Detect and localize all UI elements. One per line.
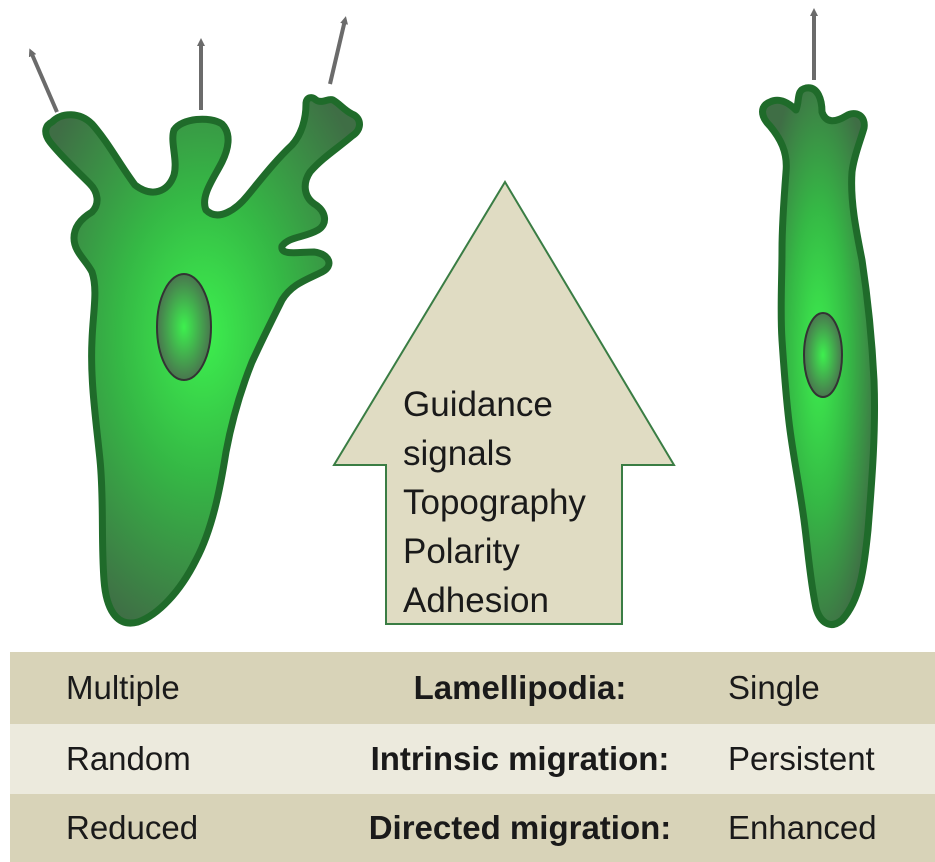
polarized-value: Single	[728, 669, 820, 707]
guidance-factor: signals	[403, 429, 633, 478]
multipolar-cell	[31, 20, 360, 623]
motion-arrow-left	[31, 52, 57, 112]
table-row: Reduced Directed migration: Enhanced	[10, 794, 935, 862]
property-label: Lamellipodia:	[320, 669, 720, 707]
polarized-value: Enhanced	[728, 809, 877, 847]
guidance-factor: Topography	[403, 478, 633, 527]
table-row: Multiple Lamellipodia: Single	[10, 652, 935, 724]
guidance-factor: Adhesion	[403, 576, 633, 625]
guidance-factor: Polarity	[403, 527, 633, 576]
motion-arrow-right	[330, 20, 345, 84]
multipolar-value: Reduced	[66, 809, 198, 847]
comparison-table: Multiple Lamellipodia: Single Random Int…	[10, 652, 935, 862]
guidance-factors-list: Guidance signals Topography Polarity Adh…	[403, 380, 633, 625]
polarized-value: Persistent	[728, 740, 875, 778]
multipolar-cell-nucleus	[157, 274, 211, 380]
guidance-factor: Guidance	[403, 380, 633, 429]
polarized-cell	[763, 12, 875, 624]
multipolar-value: Random	[66, 740, 191, 778]
polarized-cell-nucleus	[804, 313, 842, 397]
table-row: Random Intrinsic migration: Persistent	[10, 724, 935, 794]
property-label: Intrinsic migration:	[320, 740, 720, 778]
property-label: Directed migration:	[320, 809, 720, 847]
multipolar-value: Multiple	[66, 669, 180, 707]
